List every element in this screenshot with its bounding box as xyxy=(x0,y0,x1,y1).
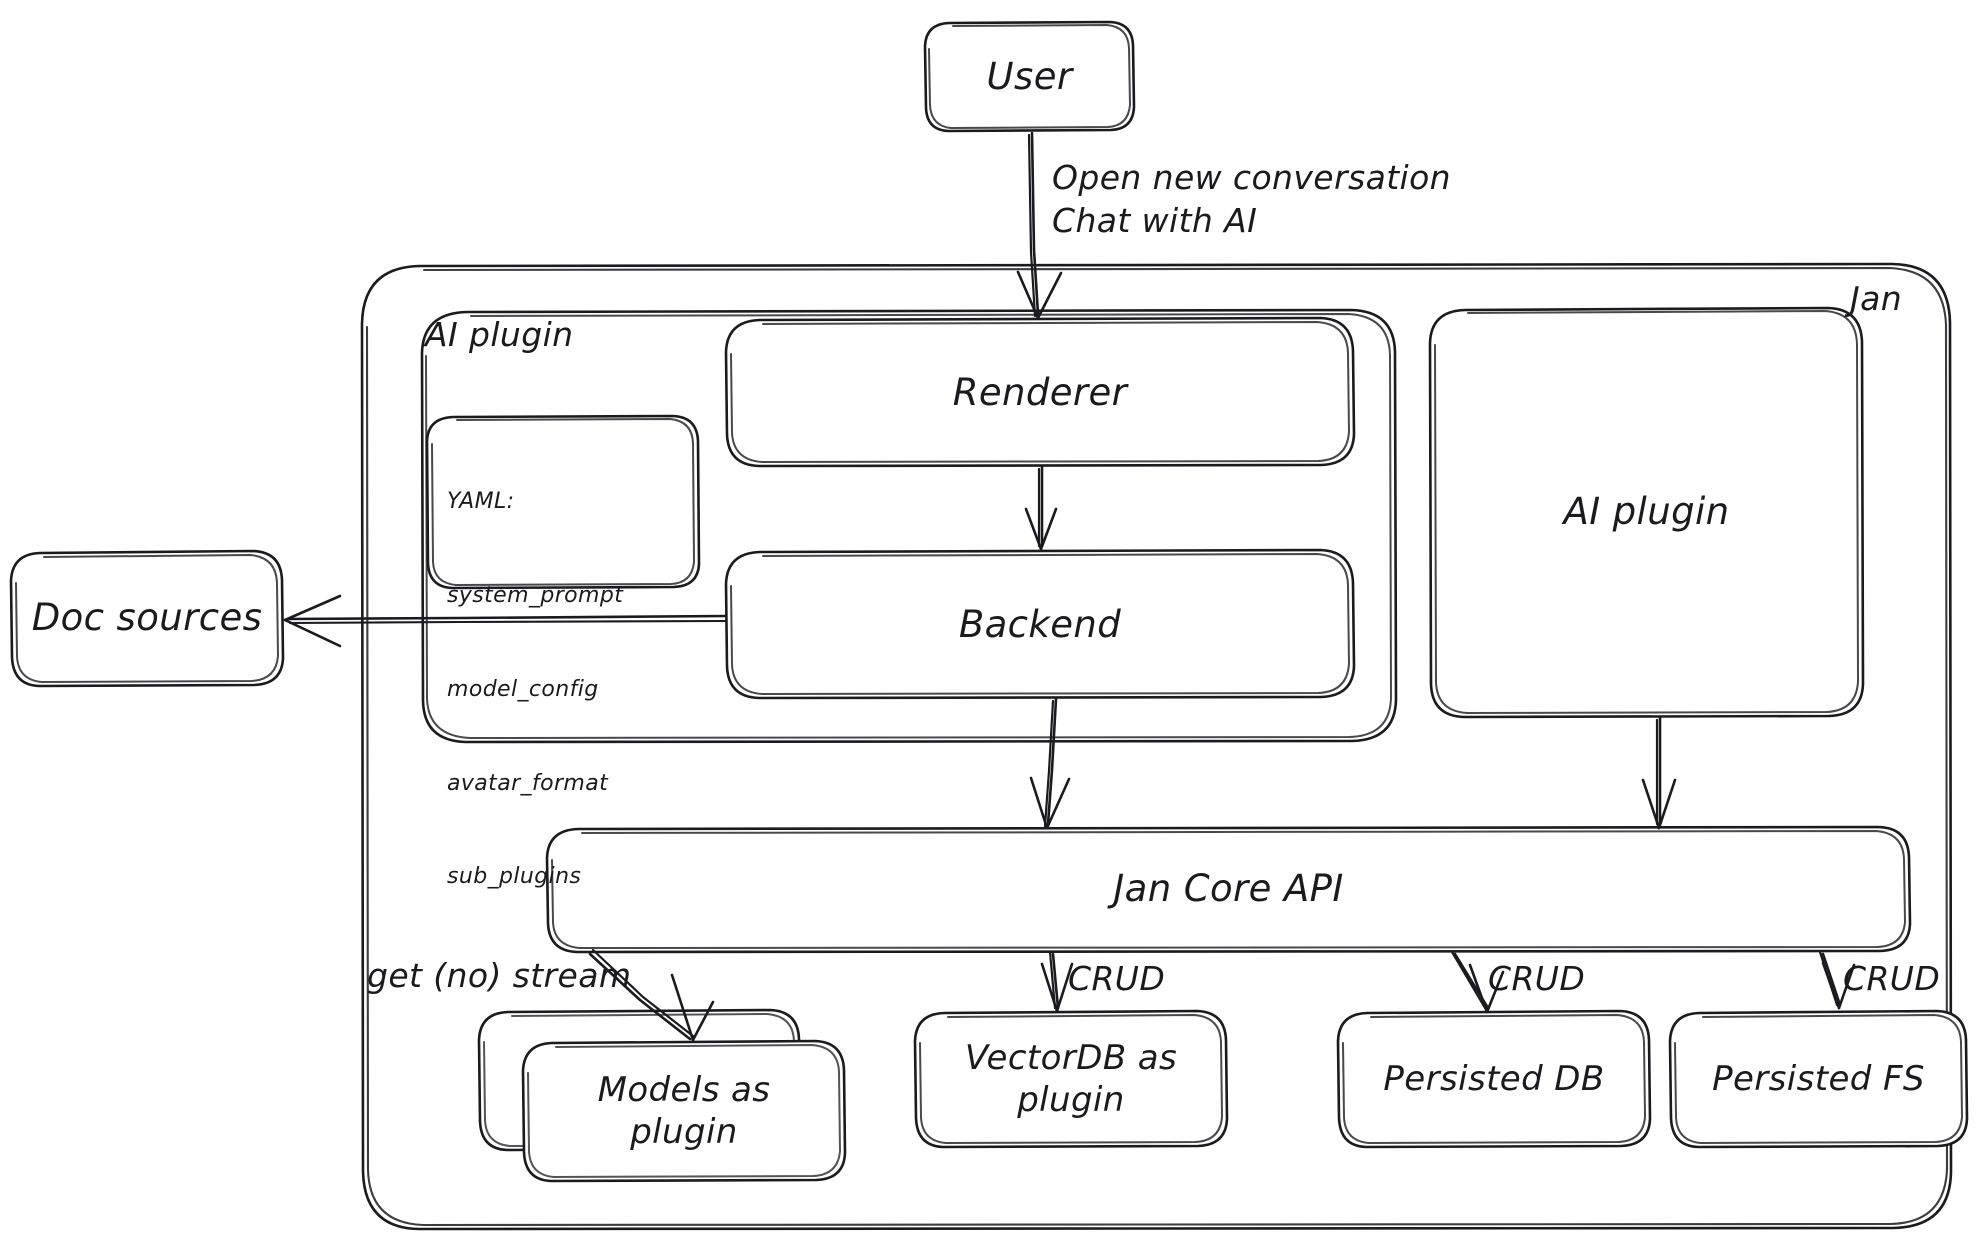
user-box-shape[interactable] xyxy=(923,20,1136,133)
jan-core-api-box-shape[interactable] xyxy=(545,825,1912,954)
persisted-fs-box-shape[interactable] xyxy=(1668,1009,1969,1149)
edge-core-to-models xyxy=(588,948,715,1042)
ai-plugin-right-box-shape[interactable] xyxy=(1428,306,1865,719)
renderer-box-shape[interactable] xyxy=(724,316,1356,468)
doc-sources-box-shape[interactable] xyxy=(9,549,285,688)
persisted-db-box-shape[interactable] xyxy=(1336,1009,1652,1149)
edge-core-to-persisted-db xyxy=(1450,950,1505,1014)
edge-backend-to-core xyxy=(1029,697,1071,830)
edge-core-to-persisted-fs xyxy=(1818,950,1856,1010)
edge-core-to-vectordb xyxy=(1040,950,1074,1013)
edge-backend-to-doc-sources xyxy=(283,594,728,648)
yaml-card-shape[interactable] xyxy=(425,414,701,590)
edge-user-to-renderer xyxy=(1016,131,1063,320)
models-plugin-front-box-shape[interactable] xyxy=(521,1039,847,1183)
edge-aiplugin-to-core xyxy=(1641,716,1677,830)
edge-renderer-to-backend xyxy=(1024,465,1058,551)
backend-box-shape[interactable] xyxy=(724,548,1356,700)
vectordb-plugin-box-shape[interactable] xyxy=(913,1009,1229,1149)
